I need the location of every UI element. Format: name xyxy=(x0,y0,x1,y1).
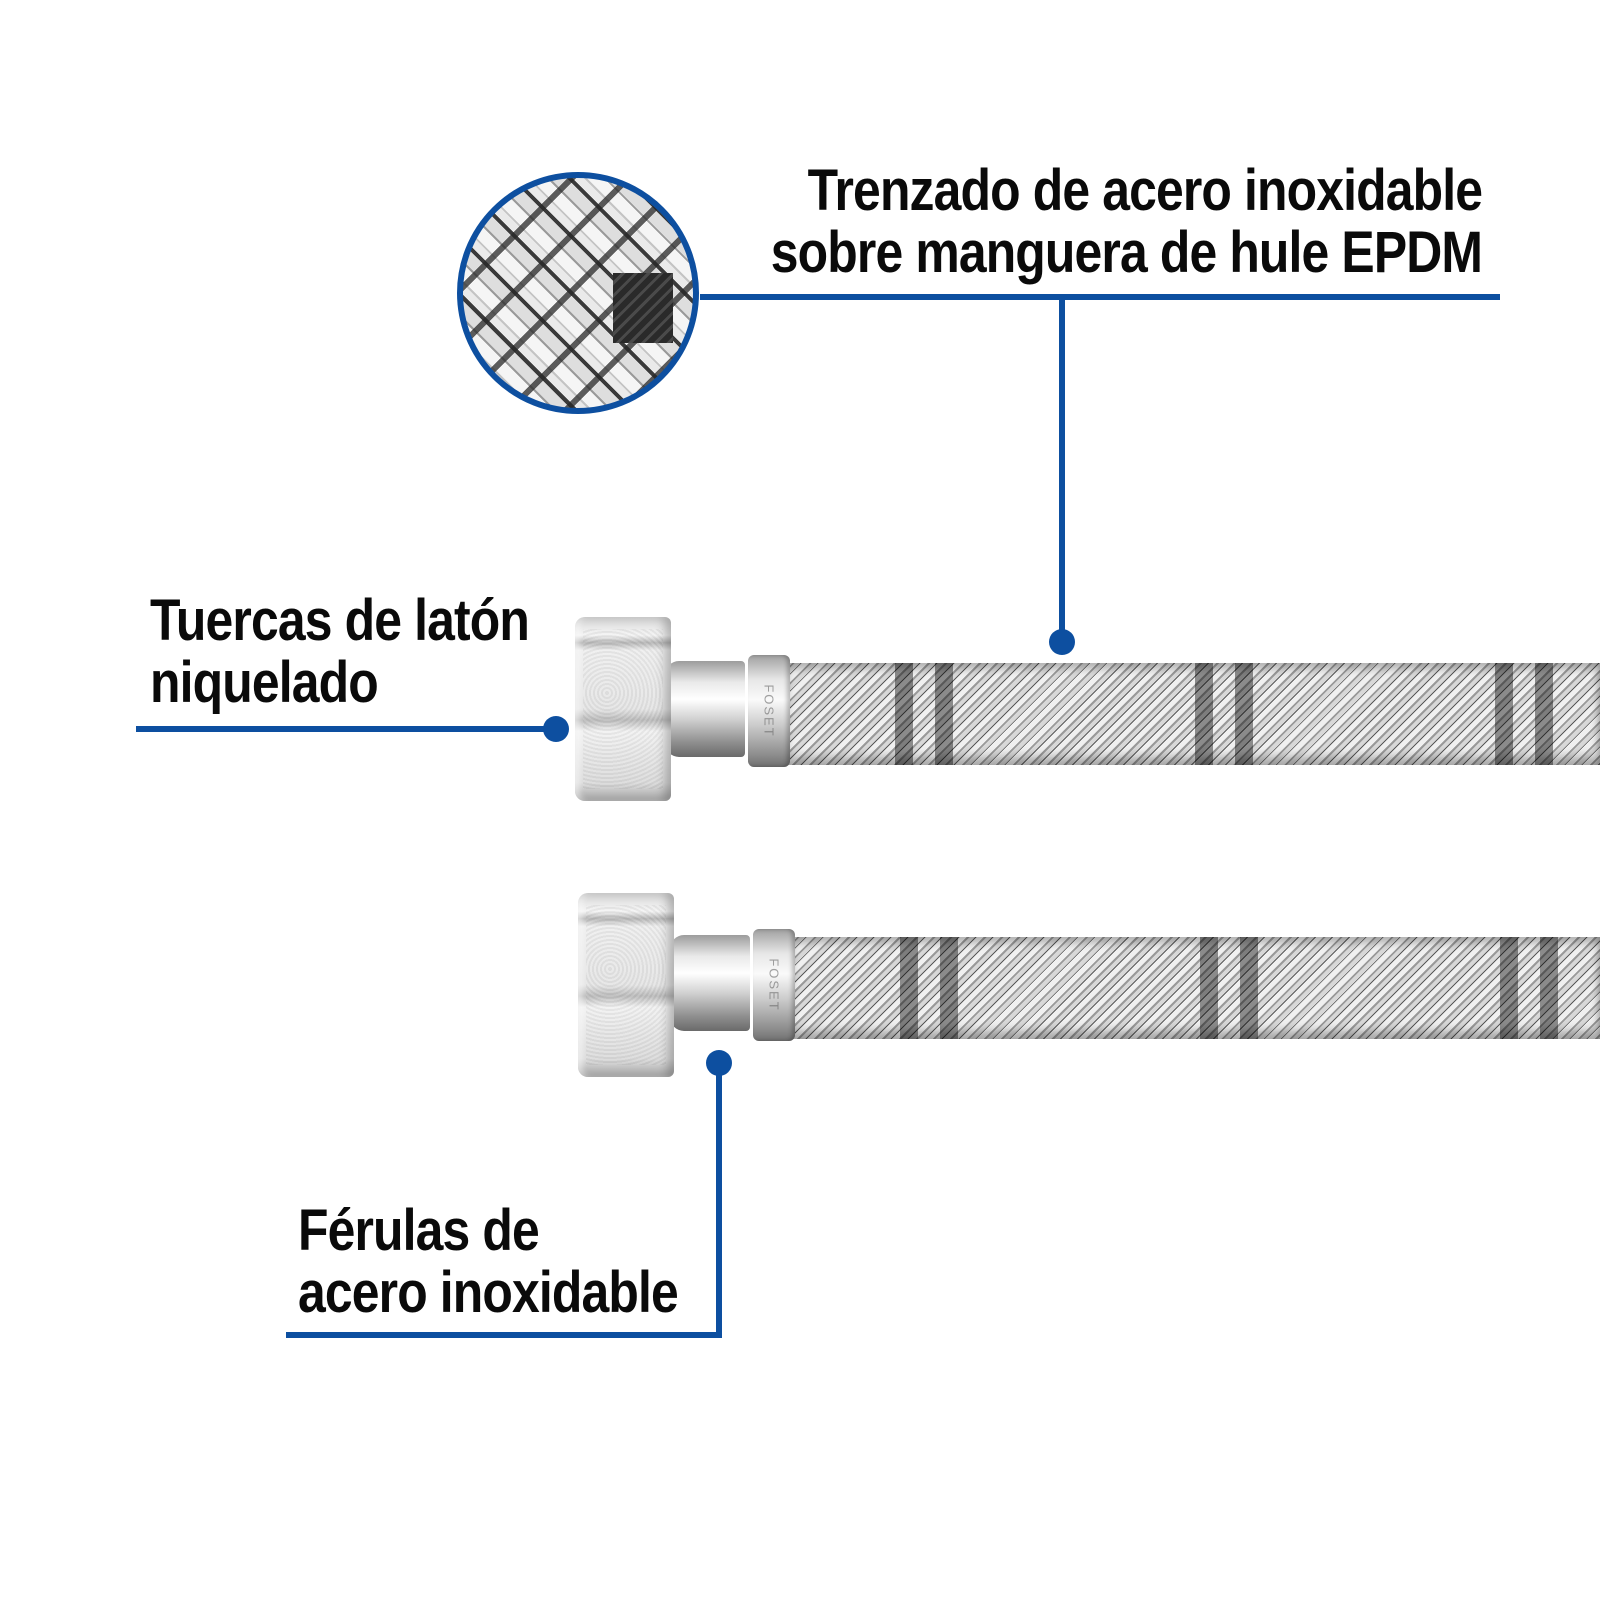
nuts-callout-line1: Tuercas de latón xyxy=(150,588,530,653)
top-hose-neck xyxy=(665,661,745,757)
braid-callout-line2: sobre manguera de hule EPDM xyxy=(770,220,1483,285)
ferrules-callout-line1: Férulas de xyxy=(298,1198,540,1263)
braid-callout-label: Trenzado de acero inoxidable sobre mangu… xyxy=(770,158,1483,285)
top-hose-nut xyxy=(575,617,671,801)
ferrules-leader-horizontal xyxy=(286,1332,722,1338)
top-braided-hose xyxy=(785,663,1600,765)
top-hose-ferrule: FOSET xyxy=(748,655,790,767)
braid-leader-vertical xyxy=(1059,296,1065,642)
ferrules-leader-vertical xyxy=(716,1063,722,1338)
bottom-hose-ferrule: FOSET xyxy=(753,929,795,1041)
ferrules-callout-label: Férulas de acero inoxidable xyxy=(298,1198,679,1325)
nuts-callout-line2: niquelado xyxy=(150,650,379,715)
bottom-hose-nut xyxy=(578,893,674,1077)
top-ferrule-engraving: FOSET xyxy=(761,684,777,738)
ferrules-callout-line2: acero inoxidable xyxy=(298,1260,679,1325)
bottom-hose-neck xyxy=(670,935,750,1031)
nuts-leader-dot-icon xyxy=(543,716,569,742)
bottom-braided-hose xyxy=(790,937,1600,1039)
braid-detail-magnifier-icon xyxy=(457,172,699,414)
nuts-leader-horizontal xyxy=(136,726,556,732)
braid-leader-horizontal xyxy=(700,294,1500,300)
braid-leader-dot-icon xyxy=(1049,629,1075,655)
rubber-hose-visible-patch xyxy=(613,273,673,343)
bottom-ferrule-engraving: FOSET xyxy=(766,958,782,1012)
braid-callout-line1: Trenzado de acero inoxidable xyxy=(807,158,1483,223)
nuts-callout-label: Tuercas de latón niquelado xyxy=(150,588,530,715)
